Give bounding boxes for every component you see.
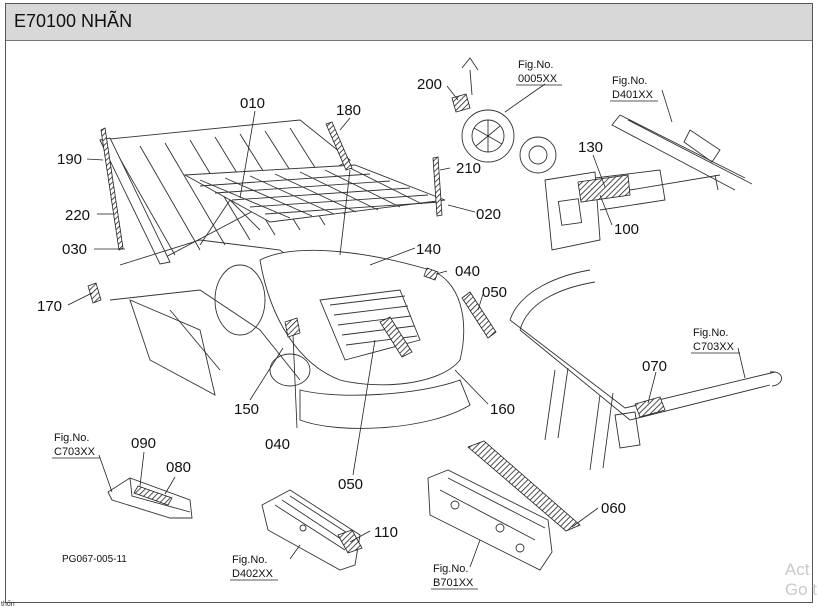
title-bar: E70100 NHÃN (6, 4, 812, 41)
decal-060 (467, 440, 581, 532)
callout-050-a: 050 (482, 284, 507, 301)
recoil-starter (461, 109, 515, 163)
decal-200 (451, 93, 471, 113)
page-title: E70100 NHÃN (14, 11, 133, 31)
handle-bar (509, 269, 596, 331)
decal-080 (133, 485, 173, 506)
watermark-line-1: Act (784, 560, 810, 579)
decal-040a (423, 267, 439, 281)
corner-note: thốn (1, 601, 15, 608)
decal-050b (379, 316, 413, 358)
callout-090: 090 (131, 435, 156, 452)
machine-drawing (99, 57, 782, 571)
side-guard (261, 489, 361, 571)
decal-170 (87, 282, 102, 304)
fig-ref-label: Fig.No. (518, 59, 553, 71)
activation-watermark: Act Go t (785, 560, 817, 600)
callout-070: 070 (642, 358, 667, 375)
fig-ref-label: Fig.No. (612, 75, 647, 87)
callout-030: 030 (62, 241, 87, 258)
drawing-code: PG067-005-11 (62, 554, 127, 565)
handle-frame-upper (611, 114, 753, 191)
mount-bracket (427, 469, 553, 571)
callout-010: 010 (240, 95, 265, 112)
callout-140: 140 (416, 241, 441, 258)
fig-ref-label: Fig.No. (433, 563, 468, 575)
callout-190: 190 (57, 151, 82, 168)
callout-100: 100 (614, 221, 639, 238)
callout-160: 160 (490, 401, 515, 418)
engine-hood (259, 249, 465, 386)
label-decals (87, 93, 666, 554)
decal-210 (432, 156, 443, 217)
fig-ref-d401xx: D401XX (612, 89, 654, 101)
callout-210: 210 (456, 160, 481, 177)
callout-200: 200 (417, 76, 442, 93)
decal-100 (577, 174, 631, 203)
fig-ref-b701xx: B701XX (433, 577, 474, 589)
left-float (129, 299, 216, 396)
decal-180 (325, 121, 353, 171)
fig-ref-d402xx: D402XX (232, 568, 274, 580)
fig-ref-0005xx: 0005XX (518, 73, 558, 85)
figure-references: Fig.No. 0005XX Fig.No. D401XX Fig.No. C7… (52, 59, 740, 590)
callout-060: 060 (601, 500, 626, 517)
fig-ref-c703xx-a: C703XX (693, 341, 735, 353)
callouts: 010 020 030 040 040 050 050 060 070 080 … (37, 76, 667, 541)
fig-ref-label: Fig.No. (54, 432, 89, 444)
callout-130: 130 (578, 139, 603, 156)
decal-050a (461, 291, 497, 339)
leader-lines (67, 83, 746, 568)
starter-pulley (519, 136, 557, 174)
fig-ref-label: Fig.No. (232, 554, 267, 566)
center-float (299, 379, 471, 429)
callout-220: 220 (65, 207, 90, 224)
callout-040-b: 040 (265, 436, 290, 453)
callout-040-a: 040 (455, 263, 480, 280)
decal-110 (337, 529, 363, 554)
callout-180: 180 (336, 102, 361, 119)
watermark-line-2: Go t (784, 580, 817, 599)
fig-ref-c703xx-b: C703XX (54, 446, 96, 458)
decal-190 (100, 127, 124, 251)
wire-rack (183, 164, 446, 223)
decal-040b (284, 317, 301, 338)
callout-050-b: 050 (338, 476, 363, 493)
callout-110: 110 (374, 524, 398, 541)
fig-ref-label: Fig.No. (693, 327, 728, 339)
callout-150: 150 (234, 401, 259, 418)
callout-080: 080 (166, 459, 191, 476)
callout-170: 170 (37, 298, 62, 315)
callout-020: 020 (476, 206, 501, 223)
decal-070 (634, 396, 666, 418)
